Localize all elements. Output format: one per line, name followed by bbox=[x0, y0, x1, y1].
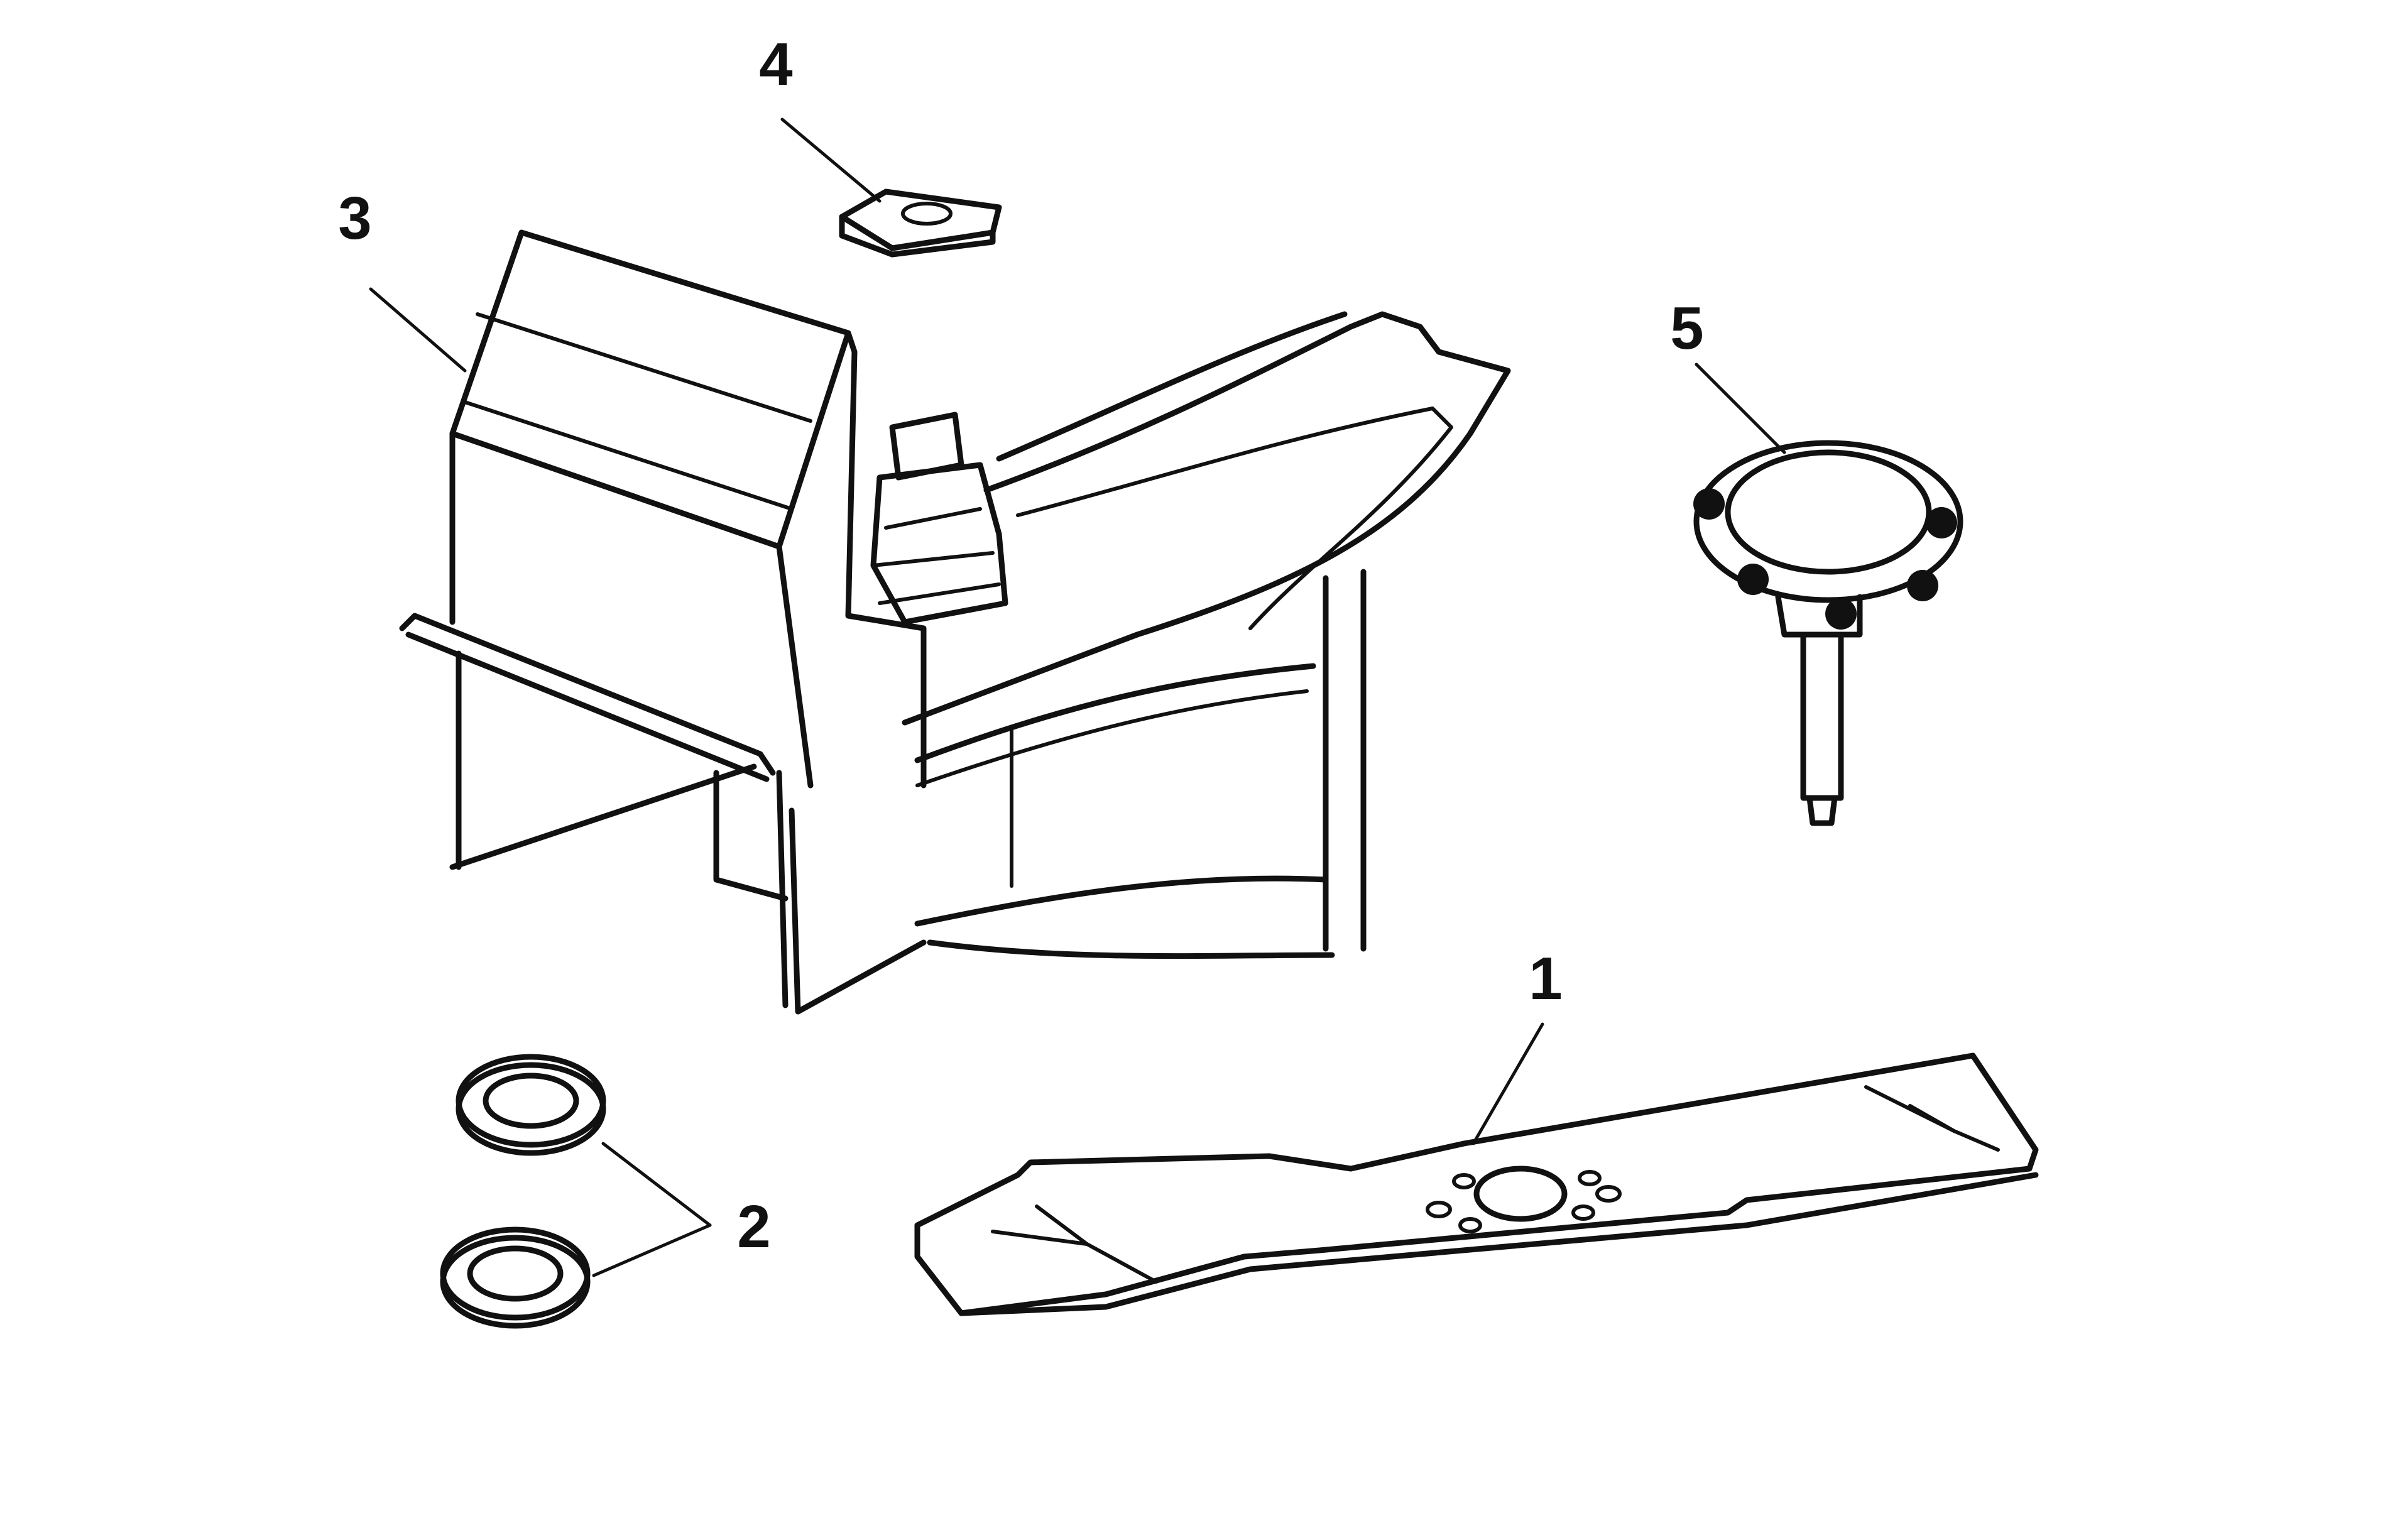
part-3-grass-deflector bbox=[399, 229, 1511, 1015]
leader-line-4 bbox=[780, 117, 882, 203]
leader-line-2b bbox=[592, 1223, 712, 1277]
callout-5: 5 bbox=[1670, 295, 1703, 362]
callout-2: 2 bbox=[737, 1193, 770, 1260]
leader-line-1 bbox=[1471, 1022, 1544, 1145]
callout-3: 3 bbox=[338, 185, 371, 252]
part-1-mower-blade bbox=[914, 1052, 2039, 1316]
part-4-square-washer bbox=[839, 188, 1002, 258]
leader-line-3 bbox=[369, 287, 467, 373]
part-5-knob-bolt bbox=[1693, 440, 1963, 826]
callout-1: 1 bbox=[1529, 945, 1562, 1012]
leader-line-5 bbox=[1695, 363, 1786, 454]
leader-line-2a bbox=[601, 1142, 712, 1227]
part-2-spacer-rings bbox=[440, 1054, 606, 1329]
callout-4: 4 bbox=[759, 31, 792, 98]
